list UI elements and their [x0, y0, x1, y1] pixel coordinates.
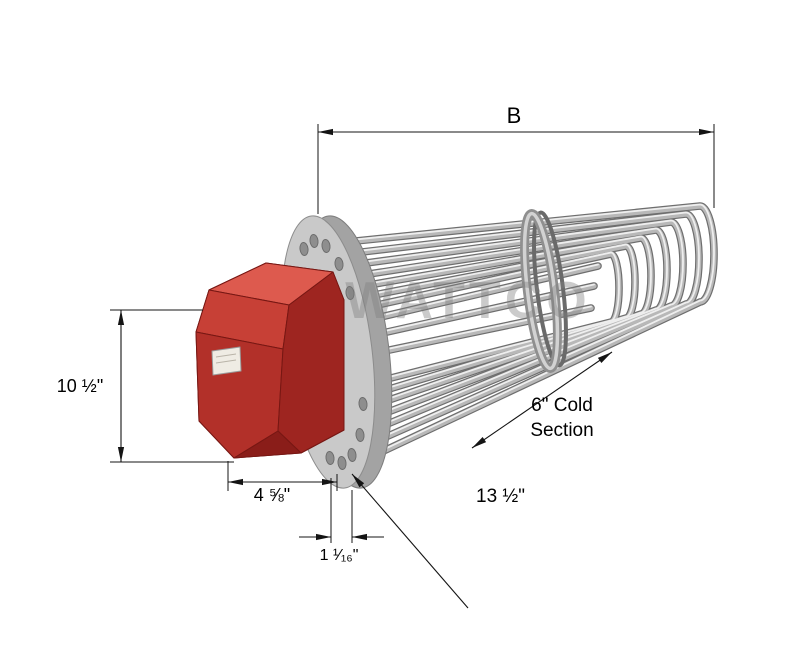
- cold-section-callout: 6" Cold Section: [471, 351, 613, 449]
- leader-line: [471, 351, 613, 449]
- bolt-hole: [334, 257, 344, 271]
- nameplate-text-line: [215, 353, 237, 358]
- dimension-flange-od: 13 ½": [351, 473, 525, 609]
- nameplate-text-line: [215, 359, 237, 364]
- dimension-b-label: B: [507, 103, 522, 128]
- flange-od-label: 13 ½": [476, 486, 525, 507]
- bolt-hole: [345, 286, 355, 300]
- dimension-b: B: [317, 103, 715, 214]
- terminal-housing: [195, 262, 345, 459]
- bolt-hole: [299, 242, 309, 256]
- housing-bottom-face: [233, 430, 302, 459]
- bolt-hole: [355, 428, 365, 442]
- cold-section-label-line2: Section: [530, 420, 593, 441]
- watermark-text: WATTCO: [345, 272, 590, 330]
- dimension-housing-width: 4 ⅝": [227, 461, 338, 505]
- flange-bolt-holes: [299, 234, 368, 470]
- bolt-hole: [321, 239, 331, 253]
- dimension-standoff: 1 ¹⁄₁₆": [299, 478, 384, 564]
- bolt-hole: [337, 456, 347, 470]
- housing-right-face: [277, 271, 345, 454]
- dimension-line: [351, 473, 469, 609]
- bolt-hole: [309, 234, 319, 248]
- bolt-hole: [347, 448, 357, 462]
- bolt-hole: [358, 397, 368, 411]
- cold-section-label-line1: 6" Cold: [531, 395, 593, 416]
- dimension-housing-height: 10 ½": [57, 309, 234, 463]
- housing-width-label: 4 ⅝": [254, 485, 290, 505]
- bolt-hole: [325, 451, 335, 465]
- housing-height-label: 10 ½": [57, 376, 103, 396]
- standoff-label: 1 ¹⁄₁₆": [320, 547, 359, 564]
